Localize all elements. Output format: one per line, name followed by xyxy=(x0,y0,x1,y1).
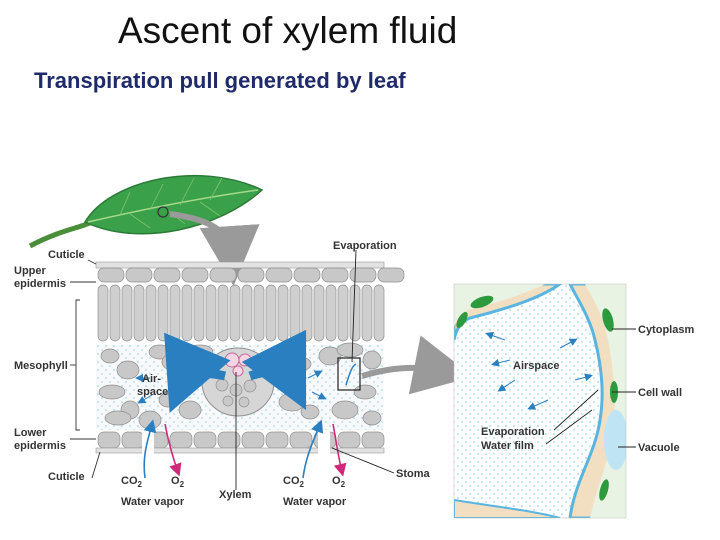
vascular-bundle xyxy=(201,347,275,417)
palisade-cell xyxy=(121,284,133,342)
spongy-cell xyxy=(161,352,189,372)
label-evaporation-inset: Evaporation xyxy=(481,426,545,438)
upper-epidermis-cell xyxy=(321,267,349,283)
label-lower: Lower xyxy=(14,427,47,439)
label-cuticle-bottom: Cuticle xyxy=(48,471,85,483)
lower-epidermis-cell xyxy=(193,431,217,449)
spongy-cell xyxy=(362,350,382,370)
lower-epidermis-cell xyxy=(361,431,385,449)
label-vacuole: Vacuole xyxy=(638,442,680,454)
label-upper: Upper xyxy=(14,265,47,277)
leaf-illustration xyxy=(28,174,264,286)
page-subtitle: Transpiration pull generated by leaf xyxy=(34,68,406,93)
palisade-cell xyxy=(157,284,169,342)
palisade-cell xyxy=(289,284,301,342)
palisade-mesophyll-cells xyxy=(97,284,385,342)
lower-epidermis-cell xyxy=(241,431,265,449)
palisade-cell xyxy=(193,284,205,342)
spongy-cell xyxy=(100,348,120,364)
spongy-cell xyxy=(104,410,132,426)
palisade-cell xyxy=(337,284,349,342)
lower-epidermis-cell xyxy=(265,431,289,449)
spongy-cell xyxy=(362,410,382,426)
palisade-cell xyxy=(265,284,277,342)
lower-epidermis-cell xyxy=(289,431,313,449)
spongy-cell xyxy=(186,344,214,360)
spongy-cell xyxy=(288,356,312,372)
palisade-cell xyxy=(253,284,265,342)
palisade-cell xyxy=(205,284,217,342)
upper-epidermis-cell xyxy=(181,267,209,283)
palisade-cell xyxy=(181,284,193,342)
palisade-cell xyxy=(325,284,337,342)
lower-epidermis-cells xyxy=(97,431,385,449)
palisade-cell xyxy=(169,284,181,342)
label-airspace: Airspace xyxy=(513,360,559,372)
label-o2-left: O2 xyxy=(171,475,185,489)
spongy-cell xyxy=(331,400,359,420)
label-mesophyll: Mesophyll xyxy=(14,360,68,372)
left-annotation-lines xyxy=(70,259,101,479)
spongy-cell xyxy=(353,384,377,400)
upper-epidermis-cell xyxy=(377,267,405,283)
spongy-cell xyxy=(178,400,202,420)
palisade-cell xyxy=(373,284,385,342)
spongy-cell xyxy=(116,360,140,380)
label-co2-left: CO2 xyxy=(121,475,143,489)
label-o2-right: O2 xyxy=(332,475,346,489)
spongy-cell xyxy=(318,346,342,366)
label-cytoplasm: Cytoplasm xyxy=(638,324,694,336)
spongy-cell xyxy=(300,404,320,420)
label-lower-epidermis: epidermis xyxy=(14,440,66,452)
upper-epidermis-cell xyxy=(97,267,125,283)
lower-epidermis-cell xyxy=(217,431,241,449)
palisade-cell xyxy=(133,284,145,342)
label-upper-epidermis: epidermis xyxy=(14,278,66,290)
right-annotation-lines xyxy=(235,249,636,490)
label-cuticle-top: Cuticle xyxy=(48,249,85,261)
label-water-vapor-left: Water vapor xyxy=(121,496,185,508)
upper-epidermis-cell xyxy=(209,267,237,283)
lower-epidermis-cell xyxy=(169,431,193,449)
spongy-cell xyxy=(138,410,162,430)
label-stoma: Stoma xyxy=(396,468,431,480)
upper-epidermis-cell xyxy=(125,267,153,283)
label-xylem: Xylem xyxy=(219,489,252,501)
leaf-cross-section xyxy=(95,261,474,479)
upper-epidermis-cell xyxy=(237,267,265,283)
upper-epidermis-cell xyxy=(153,267,181,283)
lower-epidermis-cell xyxy=(97,431,121,449)
upper-epidermis-cell xyxy=(293,267,321,283)
palisade-cell xyxy=(97,284,109,342)
palisade-cell xyxy=(361,284,373,342)
upper-epidermis-cell xyxy=(265,267,293,283)
label-cell-wall: Cell wall xyxy=(638,387,682,399)
palisade-cell xyxy=(217,284,229,342)
label-space: space xyxy=(137,386,168,398)
palisade-cell xyxy=(229,284,241,342)
label-evaporation-top: Evaporation xyxy=(333,240,397,252)
page-title: Ascent of xylem fluid xyxy=(118,10,458,51)
spongy-cell xyxy=(336,342,364,358)
upper-epidermis-cells xyxy=(97,267,405,283)
label-water-vapor-right: Water vapor xyxy=(283,496,347,508)
label-air: Air- xyxy=(142,373,161,385)
palisade-cell xyxy=(145,284,157,342)
palisade-cell xyxy=(109,284,121,342)
inset-cell-detail xyxy=(453,283,627,519)
palisade-cell xyxy=(313,284,325,342)
palisade-cell xyxy=(301,284,313,342)
spongy-cell xyxy=(98,384,126,400)
lower-epidermis-cell xyxy=(337,431,361,449)
palisade-cell xyxy=(349,284,361,342)
diagram-labels: Cuticle Upper epidermis Mesophyll Lower … xyxy=(14,240,694,508)
label-co2-right: CO2 xyxy=(283,475,305,489)
upper-epidermis-cell xyxy=(349,267,377,283)
lower-epidermis-cell xyxy=(121,431,145,449)
label-water-film: Water film xyxy=(481,440,534,452)
palisade-cell xyxy=(277,284,289,342)
spongy-cell xyxy=(278,392,306,412)
palisade-cell xyxy=(241,284,253,342)
